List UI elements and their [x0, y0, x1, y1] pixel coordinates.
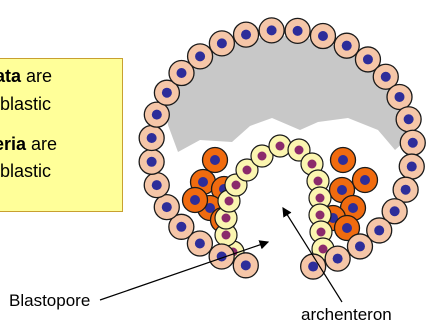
mesoderm-cell — [203, 148, 228, 173]
ectoderm-cell — [154, 195, 179, 220]
textbox-line-2: blastic — [0, 92, 51, 116]
textbox-line-3: eria are — [0, 132, 57, 156]
mesoderm-cell — [183, 188, 208, 213]
ectoderm-cell — [334, 33, 359, 58]
ectoderm-cell — [234, 22, 259, 47]
ectoderm-cell — [139, 149, 164, 174]
ectoderm-cell — [285, 18, 310, 43]
ectoderm-cell — [209, 31, 234, 56]
ectoderm-cell — [139, 125, 164, 150]
ectoderm-cell — [399, 154, 424, 179]
ectoderm-cell — [387, 84, 412, 109]
info-textbox: ata are blastic eria are blastic — [0, 58, 123, 212]
ectoderm-cell — [188, 44, 213, 69]
mesoderm-cell — [353, 168, 378, 193]
ectoderm-cell — [325, 246, 350, 271]
textbox-line-1-rest: are — [21, 66, 52, 86]
ectoderm-cell — [259, 18, 284, 43]
ectoderm-cell — [347, 234, 372, 259]
ectoderm-cell — [233, 253, 258, 278]
blastopore-label: Blastopore — [9, 291, 90, 311]
archenteron-label: archenteron — [301, 305, 392, 325]
ectoderm-cell — [144, 102, 169, 127]
ectoderm-cell — [396, 107, 421, 132]
endoderm-cells — [215, 135, 334, 263]
ectoderm-cell — [400, 130, 425, 155]
mesoderm-cells — [183, 148, 378, 241]
ectoderm-cell — [310, 24, 335, 49]
ectoderm-cell — [209, 244, 234, 269]
textbox-line-3-rest: are — [26, 134, 57, 154]
mesoderm-cell — [331, 148, 356, 173]
ectoderm-cell — [301, 254, 326, 279]
ectoderm-cell — [144, 173, 169, 198]
textbox-line-1: ata are — [0, 64, 52, 88]
endoderm-cell — [269, 135, 291, 157]
textbox-line-4: blastic — [0, 159, 51, 183]
textbox-line-1-bold: ata — [0, 66, 21, 86]
textbox-line-3-bold: eria — [0, 134, 26, 154]
